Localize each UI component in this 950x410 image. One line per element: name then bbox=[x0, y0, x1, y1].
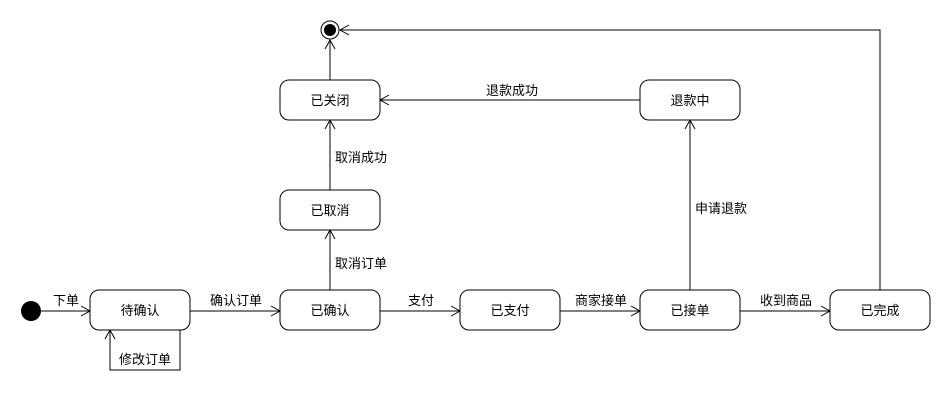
edge-completed-to-final bbox=[338, 24, 881, 290]
label-cancel-success: 取消成功 bbox=[335, 151, 387, 166]
label-pay: 支付 bbox=[408, 294, 434, 309]
state-confirmed-label: 已确认 bbox=[310, 304, 349, 319]
state-completed: 已完成 bbox=[829, 289, 931, 331]
label-modify-order: 修改订单 bbox=[119, 353, 171, 368]
initial-state-node bbox=[21, 301, 41, 321]
state-refunding-label: 退款中 bbox=[670, 94, 709, 109]
state-refunding: 退款中 bbox=[639, 79, 741, 121]
label-merchant-accept: 商家接单 bbox=[575, 293, 627, 309]
state-closed: 已关闭 bbox=[279, 79, 381, 121]
label-request-refund: 申请退款 bbox=[695, 202, 747, 217]
state-cancelled: 已取消 bbox=[279, 189, 381, 231]
state-cancelled-label: 已取消 bbox=[310, 204, 349, 219]
label-receive-goods: 收到商品 bbox=[760, 294, 812, 309]
label-confirm-order: 确认订单 bbox=[210, 294, 262, 309]
label-refund-success: 退款成功 bbox=[486, 84, 538, 99]
state-accepted-label: 已接单 bbox=[670, 303, 709, 319]
label-cancel-order: 取消订单 bbox=[335, 257, 387, 272]
state-accepted: 已接单 bbox=[639, 289, 741, 331]
state-pending: 待确认 bbox=[89, 289, 191, 331]
state-completed-label: 已完成 bbox=[860, 304, 899, 319]
state-paid-label: 已支付 bbox=[490, 304, 529, 319]
state-paid: 已支付 bbox=[459, 289, 561, 331]
edge-modify-order bbox=[104, 328, 181, 371]
state-closed-label: 已关闭 bbox=[310, 94, 349, 109]
state-pending-label: 待确认 bbox=[120, 304, 159, 319]
state-confirmed: 已确认 bbox=[279, 289, 381, 331]
final-state-node bbox=[320, 20, 340, 40]
label-place-order: 下单 bbox=[53, 294, 79, 309]
